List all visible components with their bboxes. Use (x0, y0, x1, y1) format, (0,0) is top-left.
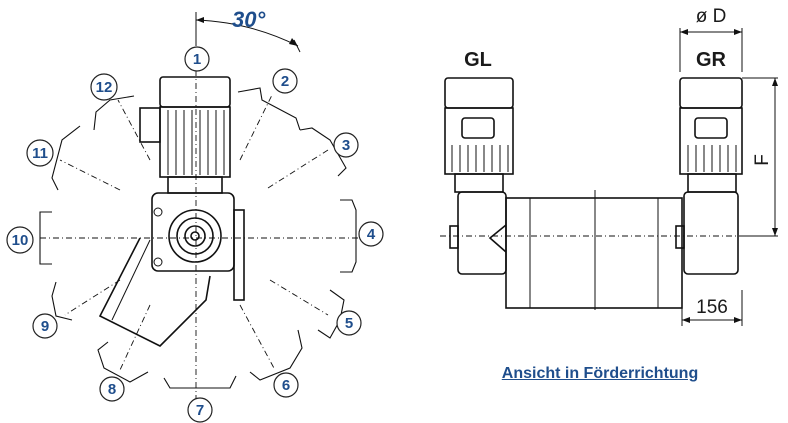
position-marker-7: 7 (187, 397, 213, 423)
svg-text:1: 1 (193, 51, 201, 68)
angle-label: 30° (232, 7, 265, 32)
motor-body (98, 76, 245, 347)
svg-text:11: 11 (32, 145, 48, 162)
svg-text:8: 8 (108, 381, 116, 398)
position-marker-6: 6 (273, 372, 299, 398)
position-outlines (39, 87, 357, 389)
dimension-diameter: ø D (679, 6, 743, 72)
position-marker-9: 9 (32, 313, 58, 339)
svg-text:4: 4 (367, 226, 376, 243)
gr-label: GR (696, 49, 727, 71)
position-marker-2: 2 (272, 68, 298, 94)
position-marker-5: 5 (336, 310, 362, 336)
position-marker-1: 1 (184, 46, 210, 72)
gr-motor (675, 77, 743, 275)
side-view: ø D F 156 GL GR (440, 6, 778, 326)
svg-text:3: 3 (342, 137, 350, 154)
gl-label: GL (464, 49, 492, 71)
conveyor-drum (440, 190, 750, 310)
width-label: 156 (696, 297, 728, 318)
position-marker-3: 3 (333, 132, 359, 158)
svg-text:9: 9 (41, 318, 49, 335)
view-caption: Ansicht in Förderrichtung (501, 365, 699, 382)
position-marker-11: 11 (26, 139, 54, 167)
dimension-width: 156 (681, 290, 743, 326)
svg-text:7: 7 (196, 402, 204, 419)
diameter-label: ø D (696, 6, 727, 27)
position-markers: 1 2 3 4 5 6 7 (6, 46, 384, 423)
mounting-positions-view: 30° (6, 7, 384, 423)
svg-text:6: 6 (282, 377, 290, 394)
svg-text:2: 2 (281, 73, 289, 90)
svg-text:10: 10 (12, 232, 29, 249)
dimension-height: F (742, 77, 778, 237)
position-marker-8: 8 (99, 376, 125, 402)
height-label: F (752, 154, 773, 166)
angle-indicator: 30° (195, 7, 301, 53)
position-marker-4: 4 (358, 221, 384, 247)
svg-text:5: 5 (345, 315, 353, 332)
position-marker-10: 10 (6, 226, 34, 254)
svg-text:12: 12 (96, 79, 113, 96)
gl-motor (444, 77, 514, 275)
position-marker-12: 12 (90, 73, 118, 101)
